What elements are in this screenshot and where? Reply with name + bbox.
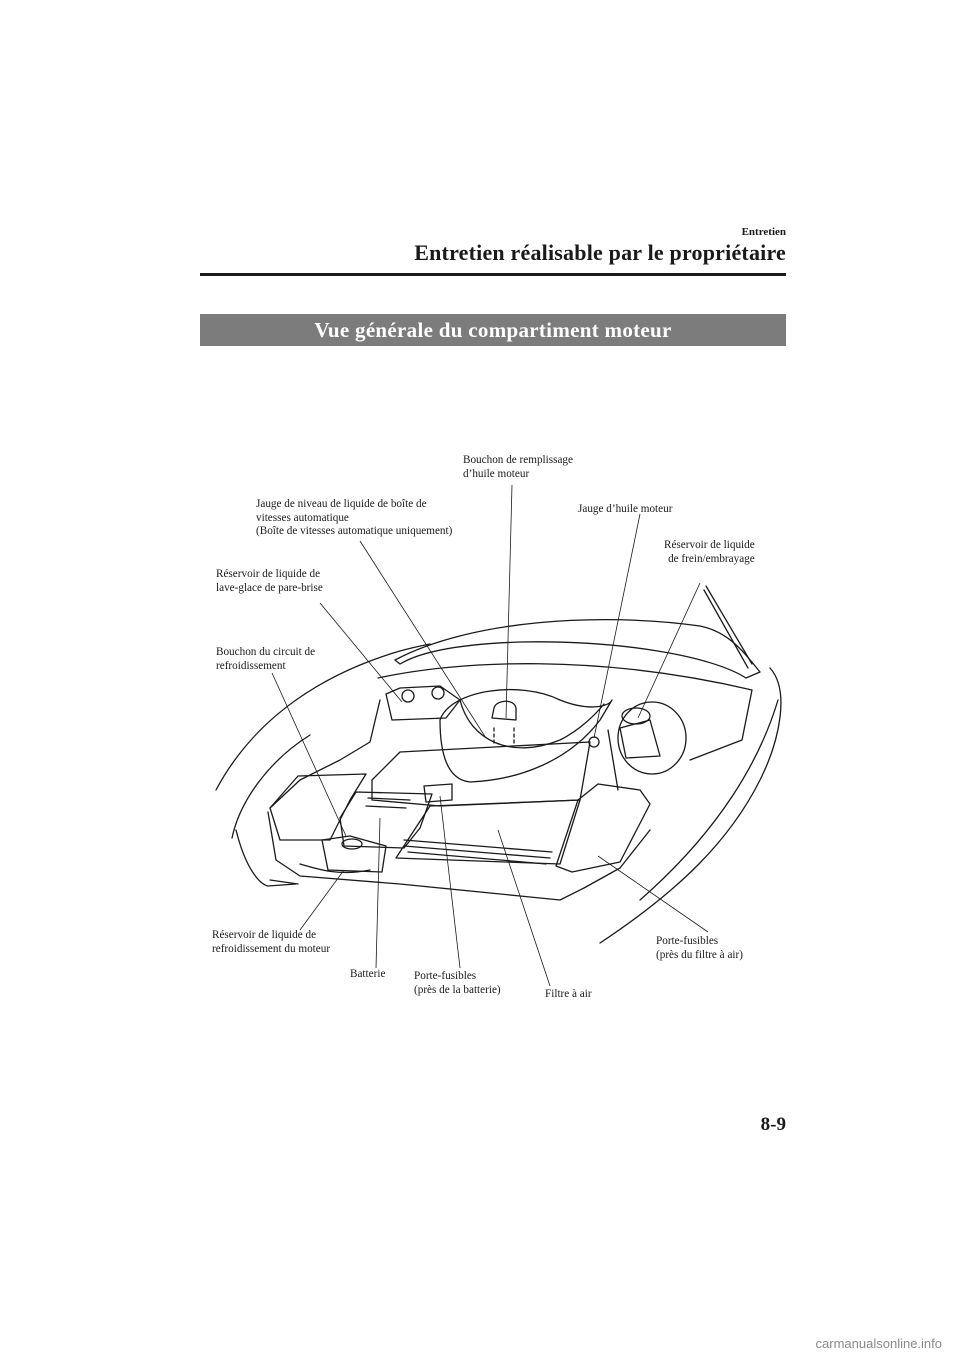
brake-master	[620, 720, 660, 758]
label-line: Porte-fusibles	[656, 935, 743, 949]
label-line: Réservoir de liquide de	[216, 568, 323, 582]
watermark[interactable]: carmanualsonline.info	[816, 1336, 942, 1351]
brake-booster	[618, 702, 686, 774]
hood-prop	[706, 586, 752, 664]
coolant-top-cap	[432, 687, 444, 699]
leader-battery	[376, 818, 380, 968]
label-fuse-box-battery: Porte-fusibles (près de la batterie)	[414, 970, 501, 997]
label-line: refroidissement du moteur	[212, 943, 330, 957]
label-battery: Batterie	[350, 968, 385, 982]
label-line: (près du filtre à air)	[656, 949, 743, 963]
label-line: Porte-fusibles	[414, 970, 501, 984]
leader-coolant	[300, 870, 344, 930]
leader-atf	[360, 541, 486, 738]
leader-brake	[638, 583, 700, 718]
label-line: Jauge d’huile moteur	[578, 503, 672, 517]
intake-manifold	[440, 690, 612, 782]
label-line: Réservoir de liquide de	[212, 929, 330, 943]
label-washer-reservoir: Réservoir de liquide de lave-glace de pa…	[216, 568, 323, 595]
label-line: d’huile moteur	[463, 468, 573, 482]
radiator-cover	[270, 774, 366, 840]
hose-left	[300, 864, 370, 872]
leader-oil-filler	[506, 485, 512, 718]
firewall	[378, 664, 752, 760]
hood-lid	[395, 620, 760, 678]
label-radiator-cap: Bouchon du circuit de refroidissement	[216, 646, 315, 673]
label-atf-dipstick: Jauge de niveau de liquide de boîte de v…	[256, 498, 452, 539]
fender-right-outer	[640, 700, 778, 900]
fender-left-lower	[236, 830, 296, 886]
label-air-filter: Filtre à air	[545, 988, 592, 1002]
label-line: refroidissement	[216, 660, 315, 674]
leader-oil-dipstick	[594, 514, 640, 738]
label-brake-reservoir: Réservoir de liquide de frein/embrayage	[664, 539, 755, 566]
page-number: 8-9	[740, 1114, 786, 1136]
fuse-box-right	[556, 784, 650, 872]
label-line: de frein/embrayage	[664, 553, 755, 567]
oil-dipstick-tube	[608, 730, 618, 790]
leader-air-filter	[498, 830, 550, 986]
intake-hose	[460, 700, 604, 748]
label-line: Batterie	[350, 968, 385, 982]
label-line: Bouchon du circuit de	[216, 646, 315, 660]
label-line: lave-glace de pare-brise	[216, 582, 323, 596]
oil-filler	[492, 701, 516, 720]
label-oil-filler-cap: Bouchon de remplissage d’huile moteur	[463, 454, 573, 481]
brake-reservoir-cap	[622, 708, 650, 724]
coolant-reservoir-cap	[342, 839, 362, 849]
leader-fuse-battery	[440, 796, 460, 968]
oil-filler-dash	[494, 728, 514, 744]
coolant-reservoir	[322, 836, 386, 872]
fender-left-inner	[232, 735, 310, 838]
fuse-block-battery	[424, 784, 452, 802]
bumper-line	[270, 880, 298, 884]
washer-body	[386, 686, 460, 720]
label-line: vitesses automatique	[256, 512, 452, 526]
label-oil-dipstick: Jauge d’huile moteur	[578, 503, 672, 517]
air-filter-box	[396, 800, 580, 864]
label-line: (Boîte de vitesses automatique uniquemen…	[256, 525, 452, 539]
label-line: (près de la batterie)	[414, 984, 501, 998]
engine-cover	[372, 742, 590, 806]
label-fuse-box-air: Porte-fusibles (près du filtre à air)	[656, 935, 743, 962]
label-line: Réservoir de liquide	[664, 539, 755, 553]
label-coolant-reservoir: Réservoir de liquide de refroidissement …	[212, 929, 330, 956]
washer-cap	[402, 690, 414, 702]
leader-washer	[320, 603, 402, 702]
leader-fuse-air	[598, 856, 708, 932]
label-line: Bouchon de remplissage	[463, 454, 573, 468]
label-line: Filtre à air	[545, 988, 592, 1002]
label-line: Jauge de niveau de liquide de boîte de	[256, 498, 452, 512]
